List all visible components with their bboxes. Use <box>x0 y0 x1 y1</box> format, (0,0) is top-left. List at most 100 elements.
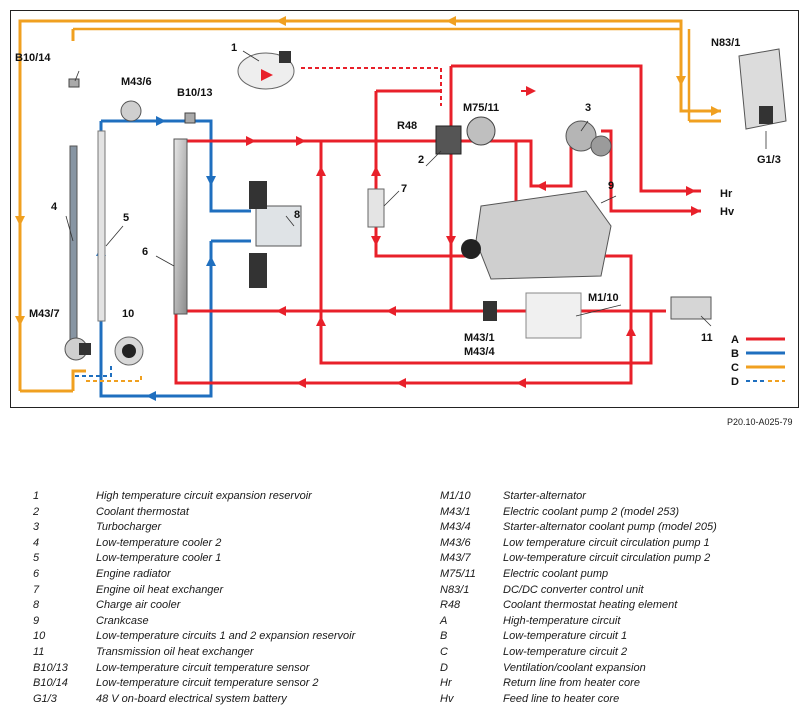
legend-key-b: B <box>731 348 739 360</box>
legend-description: Low temperature circuit circulation pump… <box>503 536 710 549</box>
legend-description: Starter-alternator <box>503 490 586 502</box>
legend-description: DC/DC converter control unit <box>503 583 644 596</box>
coolant-thermostat-graphic <box>435 116 496 155</box>
label-hr: Hr <box>720 188 733 200</box>
label-hv: Hv <box>720 206 735 218</box>
legend-code: R48 <box>440 599 461 612</box>
label-4: 4 <box>51 201 58 213</box>
legend-description: 48 V on-board electrical system battery <box>96 692 287 705</box>
legend-key-a: A <box>731 334 739 346</box>
legend-code: M75/11 <box>440 568 476 580</box>
legend-key-c: C <box>731 362 739 374</box>
legend-code: 7 <box>33 583 40 596</box>
legend-code: D <box>440 661 448 674</box>
label-8: 8 <box>294 209 300 221</box>
legend-code: B10/13 <box>33 661 68 674</box>
label-11: 11 <box>701 332 713 344</box>
circuit-a-arrows <box>241 86 701 388</box>
circuit-d-lines <box>73 67 442 382</box>
legend-key-d: D <box>731 376 739 388</box>
sensor-b10-13-graphic <box>184 112 196 124</box>
diagram-labels: 1 2 3 4 5 6 7 8 9 10 11 B10/14 B10/13 M4… <box>15 37 781 358</box>
label-b10-13: B10/13 <box>177 87 212 99</box>
legend-description: Starter-alternator coolant pump (model 2… <box>503 521 717 534</box>
lt-expansion-reservoir-graphic <box>114 336 144 366</box>
ht-expansion-reservoir-graphic <box>237 51 295 90</box>
dcdc-converter-graphic <box>738 48 787 130</box>
legend-code: 2 <box>33 505 40 518</box>
legend-code: 4 <box>33 536 40 549</box>
starter-alternator-graphic <box>525 292 582 339</box>
legend-description: Electric coolant pump <box>503 568 609 580</box>
legend-description: High-temperature circuit <box>503 614 621 627</box>
legend-description: Charge air cooler <box>96 599 181 612</box>
circuit-c-arrows <box>15 16 721 326</box>
legend-code: 1 <box>33 490 40 502</box>
legend-description: Low-temperature circuit circulation pump… <box>503 552 711 565</box>
legend-code: 3 <box>33 521 40 534</box>
turbocharger-graphic <box>565 120 612 157</box>
legend-code: M43/1 <box>440 505 471 518</box>
label-9: 9 <box>608 180 614 192</box>
legend-code: B <box>440 630 448 643</box>
legend-code: Hr <box>440 677 452 690</box>
legend-description: Low-temperature circuit temperature sens… <box>96 661 310 674</box>
label-m43-4: M43/4 <box>464 346 495 358</box>
label-n83-1: N83/1 <box>711 37 740 49</box>
sensor-b10-14-graphic <box>68 78 80 88</box>
pump-m43-7-graphic <box>64 337 91 361</box>
legend-code: 10 <box>33 630 46 643</box>
cooling-circuit-diagram: 1 2 3 4 5 6 7 8 9 10 11 B10/14 B10/13 M4… <box>15 16 787 401</box>
legend-description: Transmission oil heat exchanger <box>96 646 254 658</box>
label-g1-3: G1/3 <box>757 154 781 166</box>
legend-code: M1/10 <box>440 490 471 502</box>
legend-description: Coolant thermostat <box>96 505 189 518</box>
legend-description: Electric coolant pump 2 (model 253) <box>503 505 680 518</box>
legend-code: 11 <box>33 646 45 658</box>
legend-description: Low-temperature circuit temperature sens… <box>96 677 319 690</box>
pump-m43-1-graphic <box>483 301 497 321</box>
legend-code: 5 <box>33 552 40 565</box>
legend-code: 6 <box>33 568 40 580</box>
label-b10-14: B10/14 <box>15 52 51 64</box>
transmission-oil-heat-exchanger-graphic <box>670 296 712 320</box>
legend-description: Return line from heater core <box>503 677 640 690</box>
circuit-a-lines <box>174 64 701 385</box>
leader-lines <box>65 50 767 327</box>
label-m43-7: M43/7 <box>29 308 60 320</box>
legend-code: B10/14 <box>33 677 68 690</box>
circuit-c-lines <box>18 19 721 393</box>
legend-description: Turbocharger <box>96 521 162 534</box>
figure-reference: P20.10-A025-79 <box>727 417 793 427</box>
label-10: 10 <box>122 308 134 320</box>
legend-code: 8 <box>33 599 40 612</box>
label-3: 3 <box>585 102 591 114</box>
label-m1-10: M1/10 <box>588 292 619 304</box>
label-m43-1: M43/1 <box>464 332 495 344</box>
legend-description: Low-temperature circuits 1 and 2 expansi… <box>96 630 356 643</box>
legend-code: M43/6 <box>440 536 471 549</box>
legend-description: Crankcase <box>96 614 149 627</box>
legend-code: Hv <box>440 692 454 705</box>
legend-code: 9 <box>33 614 40 627</box>
legend-description: Feed line to heater core <box>503 692 620 705</box>
label-2: 2 <box>418 154 424 166</box>
label-5: 5 <box>123 212 129 224</box>
label-m75-11: M75/11 <box>463 102 499 114</box>
legend-description: Ventilation/coolant expansion <box>503 661 646 674</box>
low-temp-cooler-2-graphic <box>69 145 78 347</box>
legend-code: M43/4 <box>440 521 471 534</box>
legend-description: Engine radiator <box>96 568 171 580</box>
legend-code: A <box>440 614 448 627</box>
diagram-frame: 1 2 3 4 5 6 7 8 9 10 11 B10/14 B10/13 M4… <box>10 10 799 408</box>
crankcase-graphic <box>461 190 612 280</box>
charge-air-cooler-graphic <box>249 181 302 288</box>
label-7: 7 <box>401 183 407 195</box>
legend-description: Low-temperature cooler 1 <box>96 552 222 565</box>
legend-description: Low-temperature circuit 2 <box>503 646 628 658</box>
pump-m43-6-graphic <box>120 100 142 122</box>
low-temp-cooler-1-graphic <box>97 130 106 322</box>
label-6: 6 <box>142 246 148 258</box>
legend-code: C <box>440 646 448 658</box>
legend-description: Engine oil heat exchanger <box>96 583 224 596</box>
